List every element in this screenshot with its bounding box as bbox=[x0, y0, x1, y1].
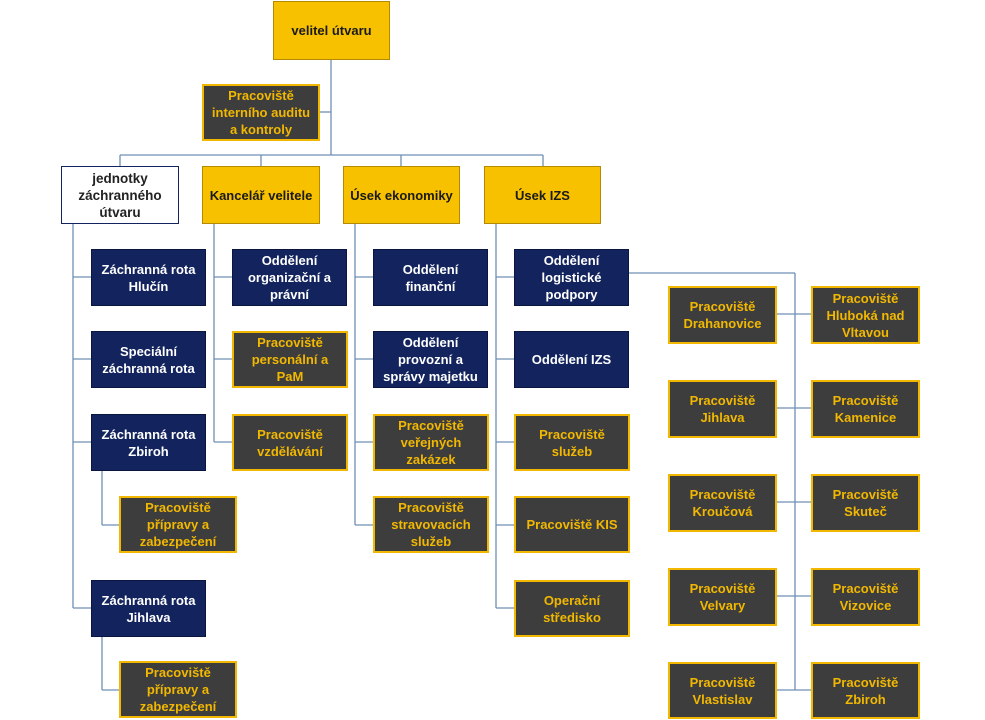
box-label: Záchranná rota Jihlava bbox=[101, 592, 196, 625]
box-label: Pracoviště KIS bbox=[526, 517, 618, 532]
box-label: Operační středisko bbox=[543, 592, 601, 625]
kis-box[interactable]: Pracoviště KIS bbox=[514, 496, 630, 553]
box-label: Oddělení organizační a právní bbox=[247, 253, 332, 302]
special-rota-box[interactable]: Speciální záchranná rota bbox=[91, 331, 206, 388]
box-label: Speciální záchranná rota bbox=[102, 343, 195, 376]
box-label: Pracoviště Jihlava bbox=[689, 393, 756, 425]
box-label: Pracoviště Kamenice bbox=[832, 393, 899, 425]
zbiroh-site-box[interactable]: Pracoviště Zbiroh bbox=[811, 662, 920, 719]
prep-jihlava-box[interactable]: Pracoviště přípravy a zabezpečení bbox=[119, 661, 237, 718]
box-label: Pracoviště Velvary bbox=[689, 581, 756, 613]
commander-box[interactable]: velitel útvaru bbox=[273, 1, 390, 60]
box-label: Kancelář velitele bbox=[209, 187, 313, 203]
catering-box[interactable]: Pracoviště stravovacích služeb bbox=[373, 496, 489, 553]
skutec-box[interactable]: Pracoviště Skuteč bbox=[811, 474, 920, 532]
izs-dept-box[interactable]: Oddělení IZS bbox=[514, 331, 629, 388]
vlastislav-box[interactable]: Pracoviště Vlastislav bbox=[668, 662, 777, 719]
box-label: Pracoviště služeb bbox=[539, 426, 605, 459]
box-label: Pracoviště personální a PaM bbox=[251, 335, 329, 384]
economics-box[interactable]: Úsek ekonomiky bbox=[343, 166, 460, 224]
office-box[interactable]: Kancelář velitele bbox=[202, 166, 320, 224]
box-label: Záchranná rota Zbiroh bbox=[101, 426, 196, 459]
box-label: Pracoviště přípravy a zabezpečení bbox=[139, 500, 217, 549]
personnel-box[interactable]: Pracoviště personální a PaM bbox=[232, 331, 348, 388]
rota-jihlava-box[interactable]: Záchranná rota Jihlava bbox=[91, 580, 206, 637]
box-label: Oddělení provozní a správy majetku bbox=[383, 335, 478, 384]
box-label: Pracoviště stravovacích služeb bbox=[391, 500, 471, 549]
box-label: Pracoviště Skuteč bbox=[832, 487, 899, 519]
hluboka-box[interactable]: Pracoviště Hluboká nad Vltavou bbox=[811, 286, 920, 344]
education-box[interactable]: Pracoviště vzdělávání bbox=[232, 414, 348, 471]
org-legal-box[interactable]: Oddělení organizační a právní bbox=[232, 249, 347, 306]
prep-zbiroh-box[interactable]: Pracoviště přípravy a zabezpečení bbox=[119, 496, 237, 553]
box-label: Oddělení IZS bbox=[531, 352, 612, 367]
box-label: Pracoviště Vlastislav bbox=[689, 674, 756, 707]
ops-center-box[interactable]: Operační středisko bbox=[514, 580, 630, 637]
box-label: Pracoviště vzdělávání bbox=[257, 426, 323, 459]
box-label: jednotky záchranného útvaru bbox=[78, 170, 162, 220]
finance-box[interactable]: Oddělení finanční bbox=[373, 249, 488, 306]
box-label: Pracoviště veřejných zakázek bbox=[398, 418, 464, 467]
box-label: Pracoviště Zbiroh bbox=[832, 674, 899, 707]
box-label: Úsek ekonomiky bbox=[350, 187, 453, 203]
box-label: Pracoviště přípravy a zabezpečení bbox=[139, 665, 217, 714]
kamenice-box[interactable]: Pracoviště Kamenice bbox=[811, 380, 920, 438]
izs-section-box[interactable]: Úsek IZS bbox=[484, 166, 601, 224]
box-label: Pracoviště interního auditu a kontroly bbox=[211, 88, 311, 137]
operations-assets-box[interactable]: Oddělení provozní a správy majetku bbox=[373, 331, 488, 388]
box-label: velitel útvaru bbox=[291, 23, 372, 38]
logistics-box[interactable]: Oddělení logistické podpory bbox=[514, 249, 629, 306]
drahanovice-box[interactable]: Pracoviště Drahanovice bbox=[668, 286, 777, 344]
rescue-units-box[interactable]: jednotky záchranného útvaru bbox=[61, 166, 179, 224]
services-box[interactable]: Pracoviště služeb bbox=[514, 414, 630, 471]
public-procurement-box[interactable]: Pracoviště veřejných zakázek bbox=[373, 414, 489, 471]
box-label: Záchranná rota Hlučín bbox=[101, 261, 196, 294]
box-label: Pracoviště Hluboká nad Vltavou bbox=[826, 290, 905, 340]
kroucova-box[interactable]: Pracoviště Kroučová bbox=[668, 474, 777, 532]
box-label: Pracoviště Kroučová bbox=[689, 487, 756, 519]
box-label: Oddělení finanční bbox=[402, 261, 459, 294]
rota-hlucin-box[interactable]: Záchranná rota Hlučín bbox=[91, 249, 206, 306]
jihlava-site-box[interactable]: Pracoviště Jihlava bbox=[668, 380, 777, 438]
velvary-box[interactable]: Pracoviště Velvary bbox=[668, 568, 777, 626]
vizovice-box[interactable]: Pracoviště Vizovice bbox=[811, 568, 920, 626]
box-label: Pracoviště Vizovice bbox=[832, 581, 899, 613]
audit-box[interactable]: Pracoviště interního auditu a kontroly bbox=[202, 84, 320, 141]
box-label: Oddělení logistické podpory bbox=[541, 253, 602, 302]
box-label: Pracoviště Drahanovice bbox=[683, 299, 762, 331]
rota-zbiroh-box[interactable]: Záchranná rota Zbiroh bbox=[91, 414, 206, 471]
box-label: Úsek IZS bbox=[515, 187, 570, 203]
